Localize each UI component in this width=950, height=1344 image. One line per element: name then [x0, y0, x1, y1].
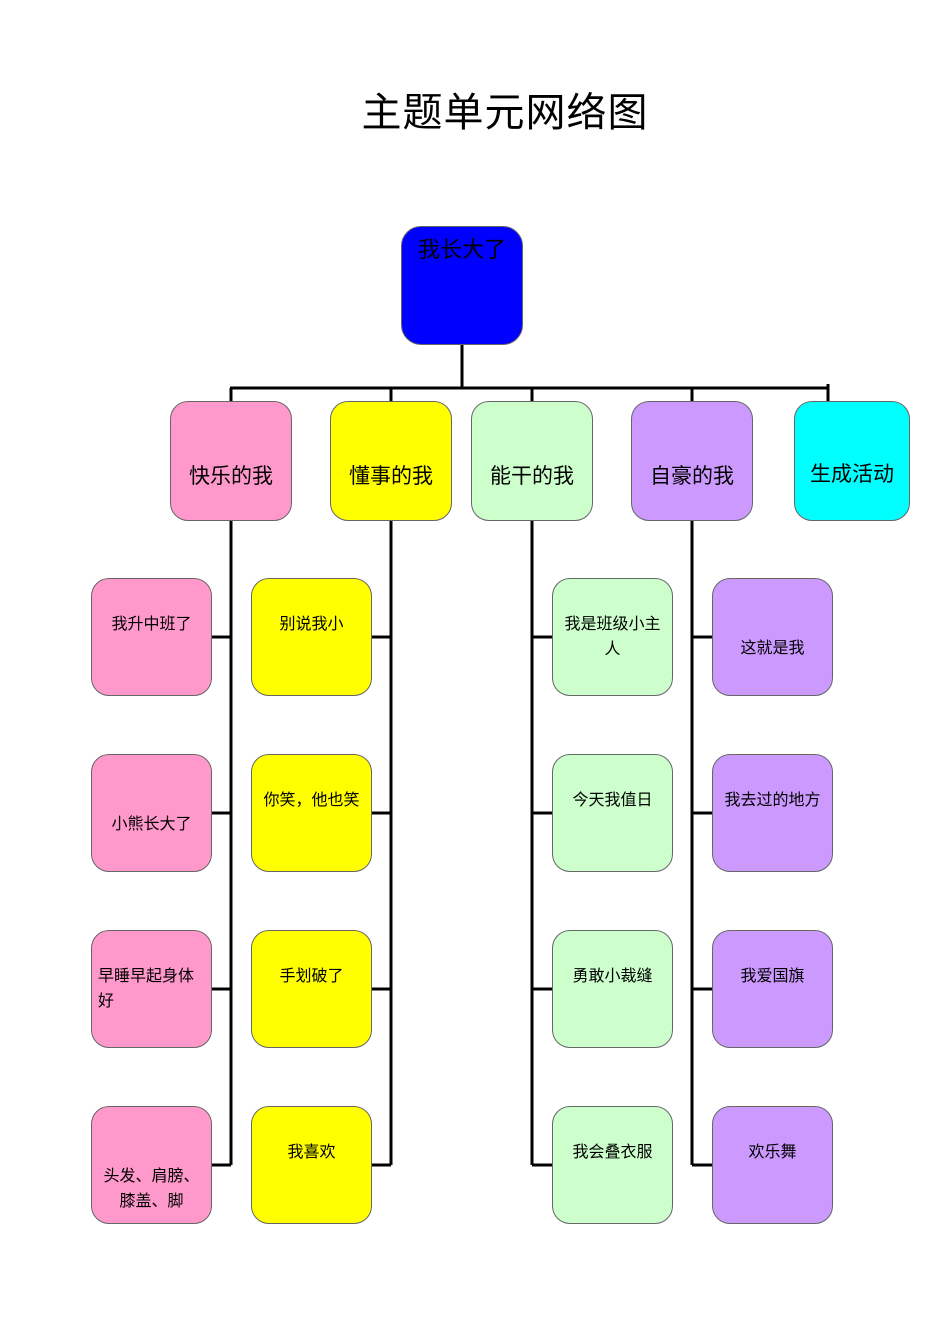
- proud-item: 欢乐舞: [712, 1106, 833, 1224]
- happy-item: 早睡早起身体好: [91, 930, 212, 1048]
- item-label: 手划破了: [279, 966, 344, 985]
- item-label: 头发、肩膀、膝盖、脚: [103, 1166, 200, 1210]
- proud-item: 我爱国旗: [712, 930, 833, 1048]
- item-label: 今天我值日: [572, 790, 653, 809]
- category-happy: 快乐的我: [170, 401, 292, 521]
- capable-item: 勇敢小裁缝: [552, 930, 673, 1048]
- sensible-item: 你笑，他也笑: [251, 754, 372, 872]
- item-label: 小熊长大了: [111, 814, 192, 833]
- sensible-item: 手划破了: [251, 930, 372, 1048]
- category-proud: 自豪的我: [631, 401, 753, 521]
- page-title: 主题单元网络图: [361, 90, 649, 136]
- category-generated: 生成活动: [794, 401, 910, 521]
- happy-item: 我升中班了: [91, 578, 212, 696]
- root-node-label: 我长大了: [417, 238, 506, 263]
- item-label: 别说我小: [279, 614, 344, 633]
- item-label: 这就是我: [740, 638, 805, 657]
- happy-item: 头发、肩膀、膝盖、脚: [91, 1106, 212, 1224]
- sensible-item: 我喜欢: [251, 1106, 372, 1224]
- root-node: 我长大了: [401, 226, 523, 345]
- item-label: 早睡早起身体好: [98, 966, 195, 1010]
- category-label: 懂事的我: [349, 464, 433, 488]
- item-label: 我升中班了: [111, 614, 192, 633]
- item-label: 你笑，他也笑: [263, 790, 360, 809]
- category-label: 快乐的我: [189, 464, 273, 488]
- item-label: 我是班级小主人: [564, 614, 661, 658]
- item-label: 我爱国旗: [740, 966, 805, 985]
- capable-item: 我是班级小主人: [552, 578, 673, 696]
- category-label: 能干的我: [490, 464, 574, 488]
- capable-item: 我会叠衣服: [552, 1106, 673, 1224]
- item-label: 我去过的地方: [724, 790, 821, 809]
- category-label: 自豪的我: [650, 464, 734, 488]
- proud-item: 这就是我: [712, 578, 833, 696]
- happy-item: 小熊长大了: [91, 754, 212, 872]
- item-label: 我会叠衣服: [572, 1142, 653, 1161]
- proud-item: 我去过的地方: [712, 754, 833, 872]
- category-label: 生成活动: [810, 462, 894, 486]
- item-label: 勇敢小裁缝: [572, 966, 653, 985]
- capable-item: 今天我值日: [552, 754, 673, 872]
- category-sensible: 懂事的我: [330, 401, 452, 521]
- sensible-item: 别说我小: [251, 578, 372, 696]
- item-label: 我喜欢: [287, 1142, 336, 1161]
- category-capable: 能干的我: [471, 401, 593, 521]
- item-label: 欢乐舞: [748, 1142, 797, 1161]
